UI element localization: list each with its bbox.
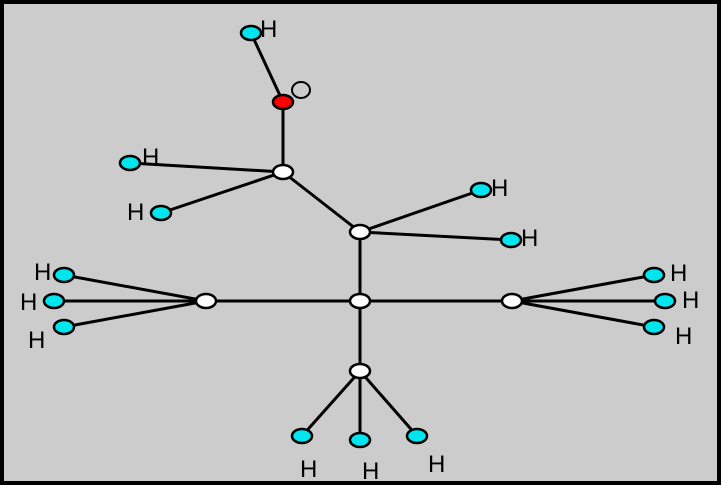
atom-label-H8: H <box>28 327 45 354</box>
atom-C4 <box>194 292 218 310</box>
atom-H3 <box>149 204 173 222</box>
bond-C1-C2 <box>282 170 361 234</box>
atom-label-text: O <box>300 77 319 104</box>
atom-H9 <box>642 266 666 284</box>
atom-label-H3: H <box>127 199 144 226</box>
atom-C2 <box>348 223 372 241</box>
bond-C6-H14 <box>358 370 419 437</box>
atom-C1 <box>271 163 295 181</box>
atom-H10 <box>653 292 677 310</box>
atom-H6 <box>52 266 76 284</box>
bond-C4-H8 <box>63 299 207 329</box>
atom-O1 <box>271 93 295 111</box>
bond-C5-H11 <box>511 299 655 329</box>
atom-label-H11: H <box>675 323 692 350</box>
atom-label-H4: H <box>491 175 508 202</box>
atom-label-H2: H <box>142 144 159 171</box>
atom-label-H1: H <box>260 16 277 43</box>
atom-H5 <box>499 231 523 249</box>
bond-C1-H3 <box>160 170 284 215</box>
atom-C3 <box>348 292 372 310</box>
atom-H7 <box>42 292 66 310</box>
atom-H1 <box>239 24 263 42</box>
atom-label-H7: H <box>20 289 37 316</box>
bond-C4-H6 <box>63 273 207 303</box>
atom-C5 <box>500 292 524 310</box>
atom-H11 <box>642 318 666 336</box>
bond-H1-O1 <box>249 32 285 103</box>
atom-H12 <box>290 427 314 445</box>
atom-label-H6: H <box>34 259 51 286</box>
atom-label-H10: H <box>682 287 699 314</box>
atom-label-H9: H <box>670 260 687 287</box>
atom-label-O1: O <box>291 77 319 104</box>
atom-label-H13: H <box>362 458 379 485</box>
atom-H2 <box>118 154 142 172</box>
atom-H13 <box>348 431 372 449</box>
atom-label-H5: H <box>521 225 538 252</box>
atom-H14 <box>405 427 429 445</box>
bond-C2-H5 <box>359 230 512 242</box>
atom-H4 <box>469 181 493 199</box>
bond-C6-H12 <box>300 370 362 437</box>
bond-C2-H4 <box>359 188 482 234</box>
atom-H8 <box>52 318 76 336</box>
bond-C1-H2 <box>129 161 284 174</box>
bond-C5-H9 <box>511 273 655 303</box>
atom-C6 <box>348 362 372 380</box>
atom-label-H12: H <box>300 456 317 483</box>
atom-label-H14: H <box>428 451 445 478</box>
